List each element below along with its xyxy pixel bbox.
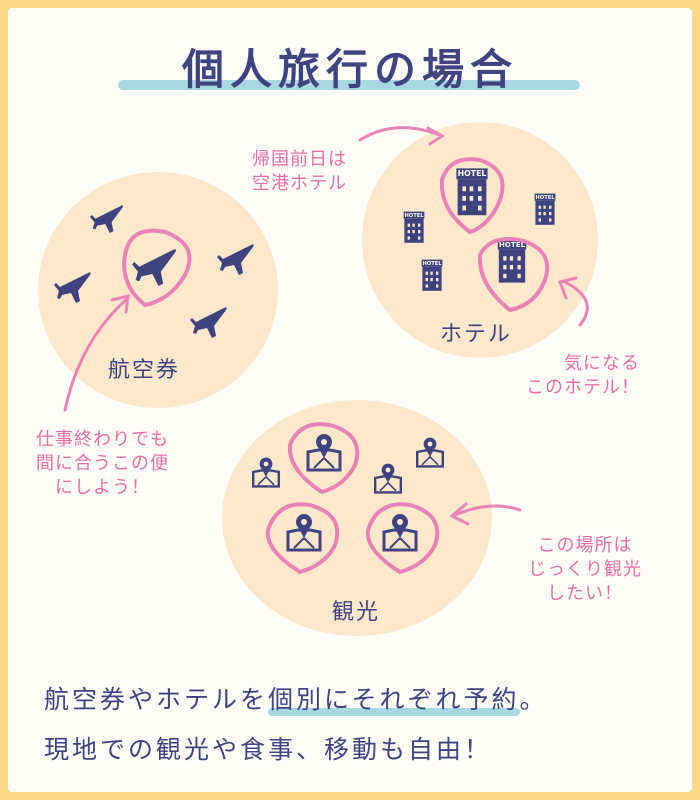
summary-text: 航空券やホテルを [44,685,269,714]
plane-icon [217,244,254,275]
summary-text: 。 [519,685,548,714]
flight-note: 仕事終わりでも 間に合うこの便 にしよう！ [36,428,169,500]
note-line: じっくり観光 [528,559,642,580]
note-line: 帰国前日は [252,149,347,170]
note-line: したい！ [547,583,623,604]
arrow-icon [63,294,130,412]
sightseeing-circle [222,400,492,636]
sightseeing-label: 観光 [332,600,381,625]
note-line: 空港ホテル [252,173,347,194]
map-pin-icon [286,512,322,552]
map-pin-icon [416,436,444,468]
plane-icon [132,249,176,286]
arrow-icon [358,126,445,146]
plane-icon [90,205,123,233]
title-underline [118,80,580,90]
plane-icon [54,272,91,303]
note-line: この場所は [537,535,633,556]
arrows [63,126,589,526]
hotel-label: ホテル [440,322,513,347]
note-line: 間に合うこの便 [36,453,169,474]
note-line: 仕事終わりでも [36,429,169,450]
hotel-sign: HOTEL [499,240,526,249]
page-title: 個人旅行の場合 [181,45,518,94]
note-line: にしよう！ [55,477,150,498]
hotel-sign: HOTEL [422,261,442,267]
plane-icon [190,307,227,338]
arrow-icon [558,276,589,327]
hotel-sign: HOTEL [404,213,424,219]
sightseeing-note: この場所は じっくり観光 したい！ [528,534,642,606]
flight-label: 航空券 [108,358,181,383]
hotel-sign: HOTEL [458,169,487,178]
summary-highlight: 個別にそれぞれ予約 [268,685,520,714]
map-pin-icon [382,512,418,552]
hotel-note-top: 帰国前日は 空港ホテル [252,148,347,196]
hotel-icon: HOTEL [534,193,556,225]
hotel-icon: HOTEL [403,211,425,243]
arrow-icon [449,502,522,526]
map-pin-icon [306,432,342,472]
hotel-note-bottom: 気になる このホテル！ [526,352,640,400]
note-line: このホテル！ [526,377,640,398]
map-pin-icon [374,462,402,494]
hotel-sign: HOTEL [535,195,555,201]
hotel-icon: HOTEL [497,239,527,283]
note-line: 気になる [564,353,640,374]
hotel-icon: HOTEL [456,168,488,216]
summary-line-1: 航空券やホテルを個別にそれぞれ予約。 [44,680,548,716]
summary-line-2: 現地での観光や食事、移動も自由！ [44,735,493,764]
hotel-icon: HOTEL [421,259,443,291]
map-pin-icon [251,456,280,488]
